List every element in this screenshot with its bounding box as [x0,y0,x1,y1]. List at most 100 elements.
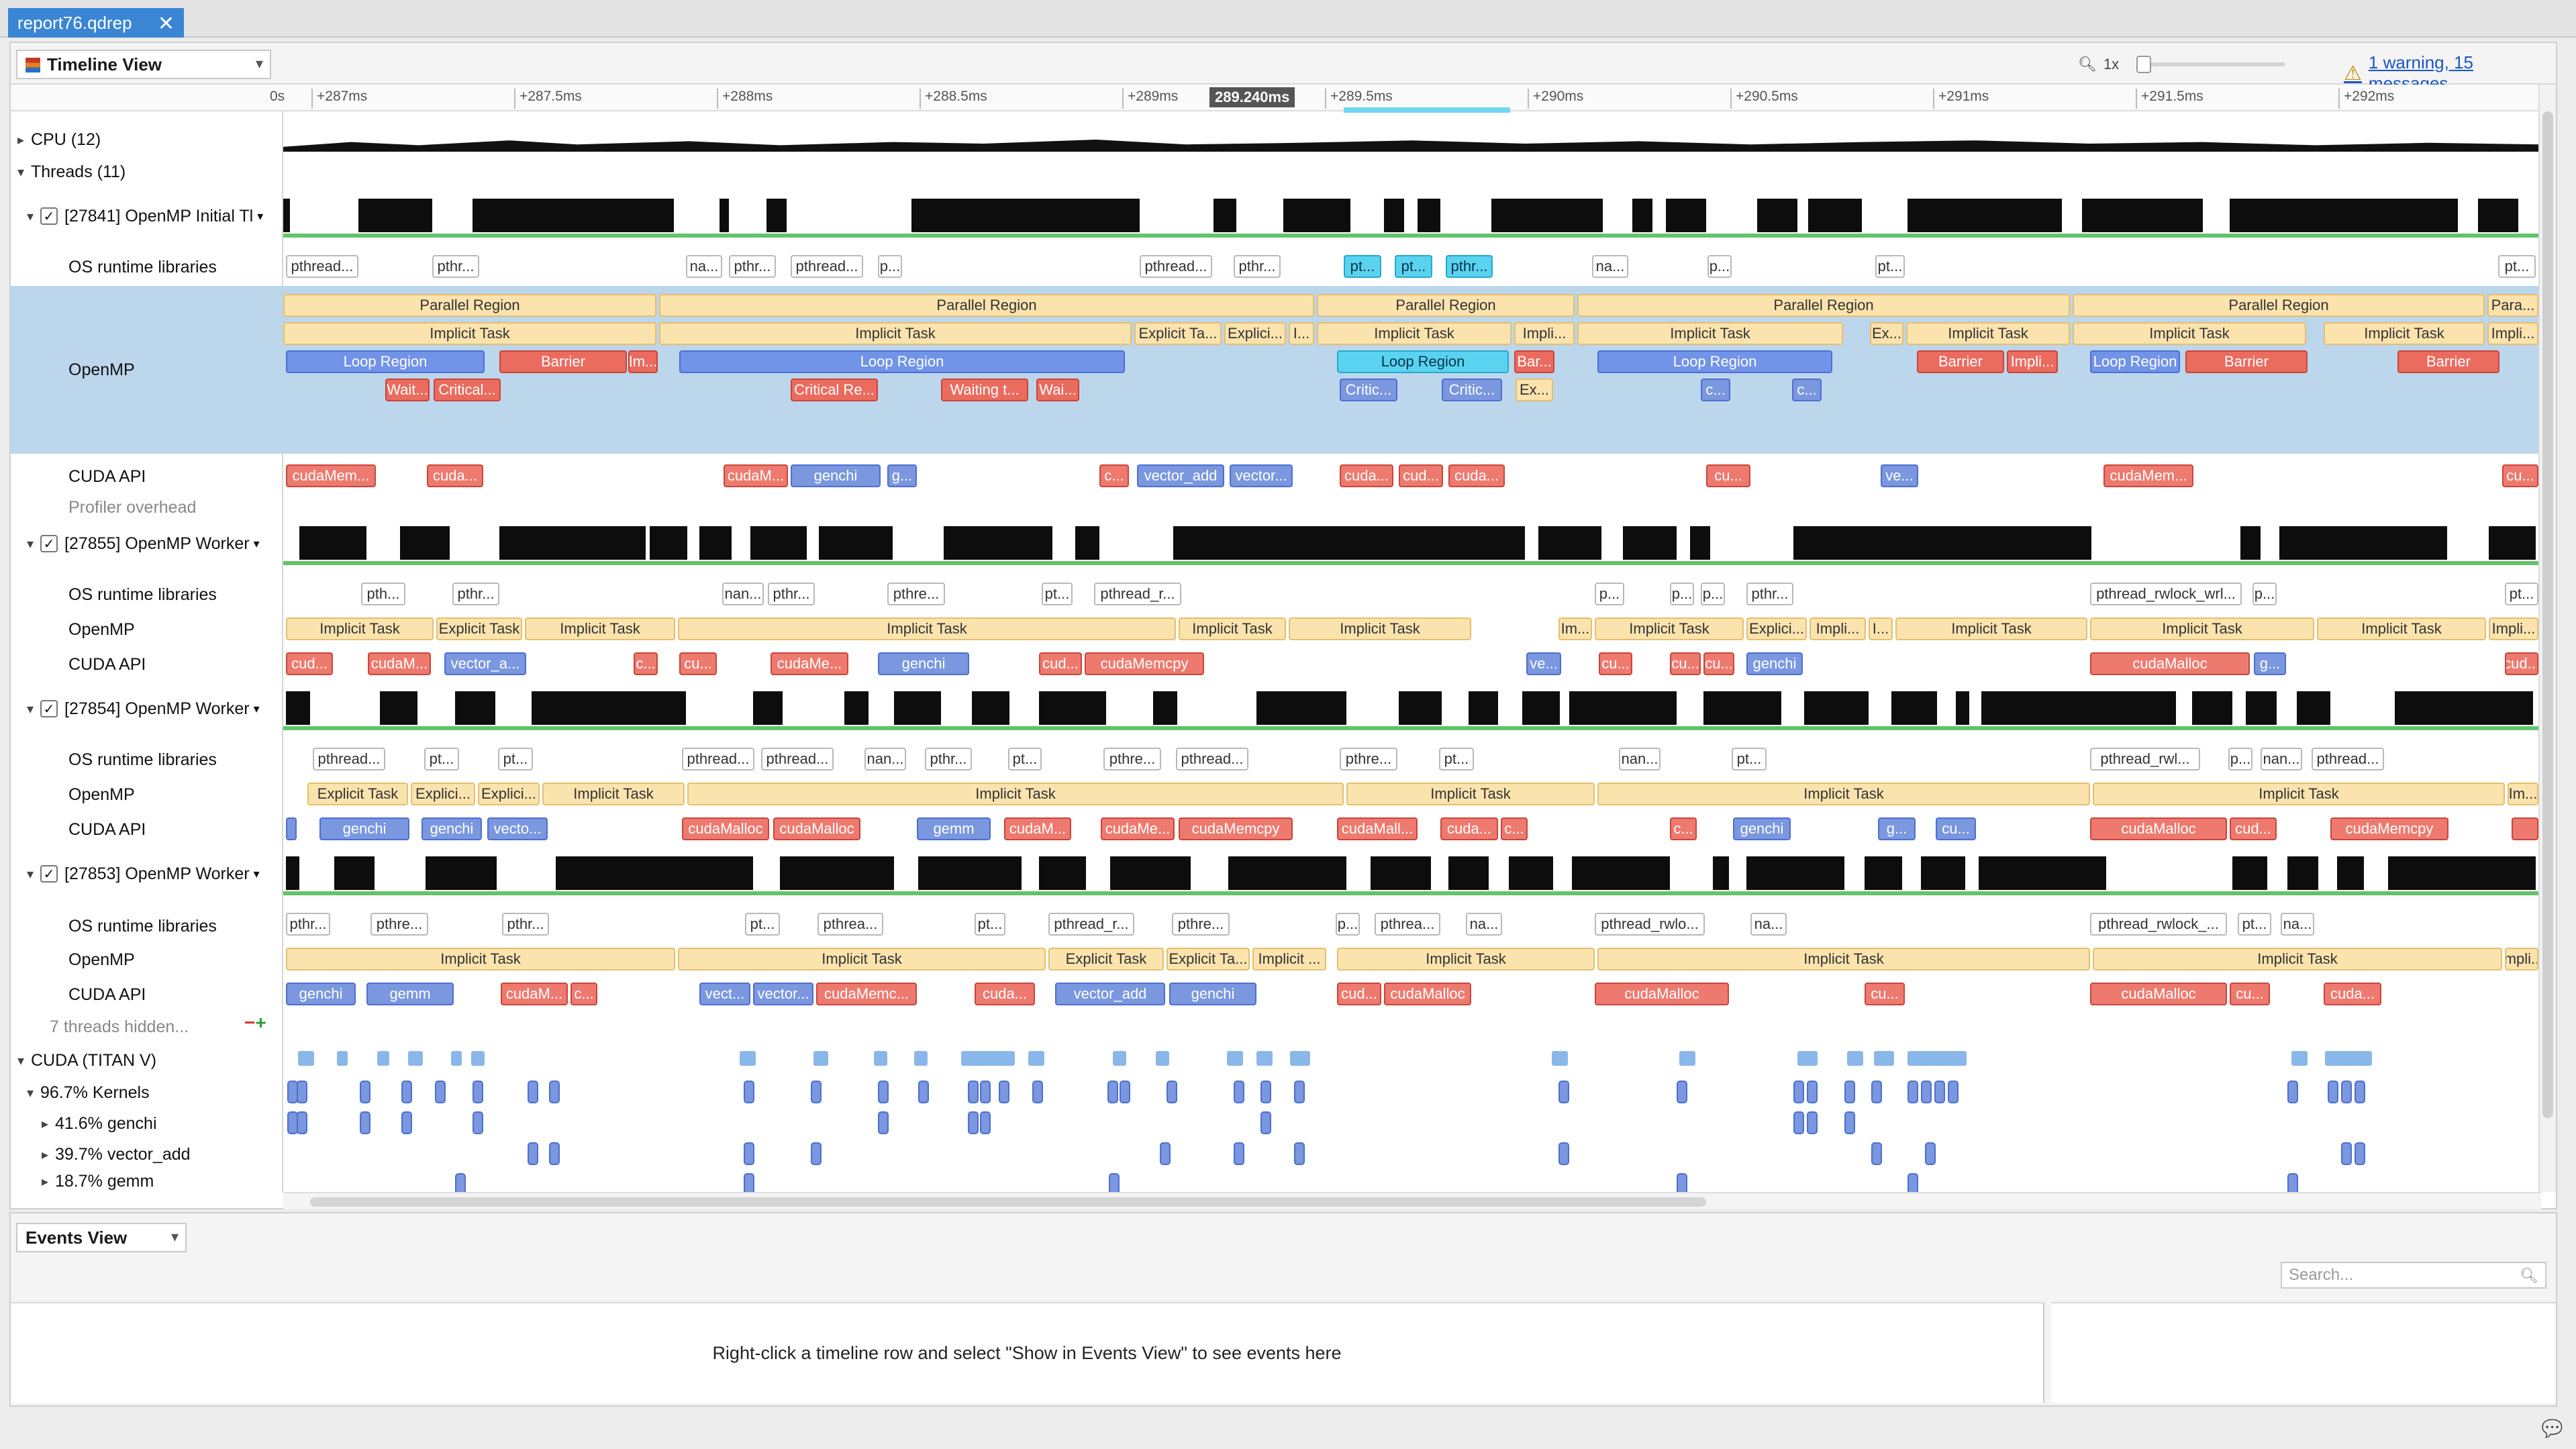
os-call[interactable]: pt... [1042,583,1073,605]
implicit-task[interactable]: Implicit Task [2317,617,2486,640]
kernel[interactable] [297,1111,307,1134]
wait-event[interactable]: Wai... [1036,379,1079,401]
kernel[interactable] [297,1081,307,1103]
os-call[interactable]: pthread_rwlock_... [2090,913,2227,936]
kernel[interactable] [435,1081,446,1103]
gemm-lane[interactable] [283,1173,2541,1192]
chevron-down-icon[interactable]: ▾ [253,701,260,715]
os-call[interactable]: pthread... [1176,748,1248,770]
os-call[interactable]: p... [1670,583,1694,605]
implicit-task[interactable]: Implicit Task [1577,322,1843,345]
cuda-api-call[interactable]: cudaMalloc [2090,983,2227,1005]
cuda-api-call[interactable]: cud... [1337,983,1381,1005]
cuda-api-call[interactable]: cu... [1936,817,1976,840]
cuda-api-call[interactable]: cudaM... [724,464,788,487]
cuda-api-call[interactable]: cudaMalloc [1595,983,1729,1005]
implicit-task[interactable]: Implicit Task [1597,948,2090,970]
zoom-slider[interactable] [2136,56,2286,73]
kernel[interactable] [980,1111,991,1134]
cuda-api-call[interactable]: gemm [366,983,454,1005]
cuda-api-call[interactable]: cu... [2502,464,2538,487]
os-call[interactable]: pthread... [313,748,385,770]
implicit-task[interactable]: Implicit Task [1346,783,1595,805]
implicit-task[interactable]: Implicit Task [1289,617,1471,640]
os-call[interactable]: pthread_r... [1048,913,1134,936]
os-call[interactable]: pthre... [1172,913,1230,936]
barrier[interactable]: Barrier [1917,350,2004,373]
os-call[interactable]: pthread... [1140,255,1212,278]
os-call[interactable]: pt... [424,748,459,770]
row-cuda-api[interactable]: CUDA API [11,815,283,844]
selection-range[interactable] [1344,107,1510,113]
show-hide-threads[interactable]: −+ [244,1012,266,1034]
chevron-down-icon[interactable]: ▾ [26,866,34,882]
kernel[interactable] [360,1081,370,1103]
critical-event[interactable]: c... [1701,379,1730,401]
chevron-down-icon[interactable]: ▾ [26,209,34,224]
cuda-api-call[interactable]: cu... [1599,652,1632,675]
row-genchi[interactable]: ▸41.6% genchi [11,1109,283,1138]
cuda-api-call[interactable]: cu... [1865,983,1905,1005]
cuda-api-call[interactable]: vecto... [487,817,548,840]
chevron-down-icon[interactable]: ▾ [17,1053,25,1068]
zoom-slider-knob[interactable] [2136,56,2152,73]
cuda-api-call[interactable]: cuda... [427,464,483,487]
barrier[interactable]: Im... [628,350,658,373]
implicit-task[interactable]: Implicit Task [1595,617,1744,640]
thread-activity-27854[interactable] [283,691,2541,732]
parallel-region[interactable]: Parallel Region [659,294,1314,317]
implicit-task[interactable]: Implicit Task [2093,783,2505,805]
wait-event[interactable]: Wait... [385,379,430,401]
row-thread-27841[interactable]: ▾✓[27841] OpenMP Initial Tl▾ [11,200,283,232]
cuda-api-call[interactable]: cudaMem... [286,464,376,487]
kernel[interactable] [1844,1111,1855,1134]
os-call[interactable]: nan... [1619,748,1661,770]
row-threads[interactable]: ▾Threads (11) [11,157,283,187]
critical-event[interactable]: Critical Re... [791,379,878,401]
chevron-down-icon[interactable]: ▾ [17,164,25,180]
kernel[interactable] [360,1111,370,1134]
cuda-api-call[interactable]: cud... [2230,817,2277,840]
parallel-region[interactable]: Parallel Region [283,294,656,317]
implicit-task[interactable]: Implicit Task [283,322,656,345]
chevron-down-icon[interactable]: ▾ [26,1085,34,1101]
os-call[interactable]: pthread_r... [1094,583,1181,605]
thread-activity-27841[interactable] [283,199,2541,239]
os-call[interactable]: pthr... [925,748,972,770]
kernel[interactable] [455,1173,466,1192]
kernel[interactable] [878,1081,889,1103]
thread-checkbox[interactable]: ✓ [40,865,58,883]
cuda-api-call[interactable]: cuda... [1448,464,1505,487]
kernel[interactable] [744,1173,754,1192]
os-call[interactable]: pt... [1875,255,1905,278]
implicit-task[interactable]: Im... [2508,783,2538,805]
chevron-right-icon[interactable]: ▸ [41,1116,49,1132]
row-os-runtime[interactable]: OS runtime libraries [11,252,283,282]
kernel[interactable] [473,1111,483,1134]
os-call[interactable]: pt... [2505,583,2538,605]
cuda-api-call[interactable]: c... [571,983,597,1005]
cuda-api-call[interactable]: c... [1099,464,1129,487]
os-runtime-lane[interactable]: pthr... pthre... pthr... pt... pthrea...… [283,913,2541,937]
kernel[interactable] [1234,1081,1244,1103]
os-call[interactable]: pthr... [1234,255,1281,278]
threads-hidden-row[interactable]: 7 threads hidden... [11,1013,283,1040]
cuda-api-lane[interactable]: cudaMem... cuda... cudaM... genchi g... … [283,464,2541,489]
kernel[interactable] [999,1081,1009,1103]
os-call[interactable]: p... [878,255,902,278]
label-divider[interactable] [282,111,283,1192]
timeline-canvas[interactable]: 0s +287ms +287.5ms +288ms +288.5ms +289m… [11,85,2541,1192]
os-call[interactable]: pthr... [768,583,815,605]
cuda-api-call[interactable]: cudaM... [368,652,431,675]
timeline-vertical-scrollbar[interactable] [2538,85,2556,1192]
explicit-task[interactable]: Explici... [1746,617,1807,640]
kernel[interactable] [968,1111,979,1134]
kernel[interactable] [1925,1142,1936,1165]
cuda-api-call[interactable]: g... [1878,817,1916,840]
cuda-api-call[interactable]: ve... [1526,652,1561,675]
kernel[interactable] [473,1081,483,1103]
implicit-task[interactable]: Implicit Task [659,322,1132,345]
cuda-api-call[interactable]: cud... [1039,652,1082,675]
os-call[interactable]: pt... [975,913,1005,936]
kernel[interactable] [811,1142,822,1165]
